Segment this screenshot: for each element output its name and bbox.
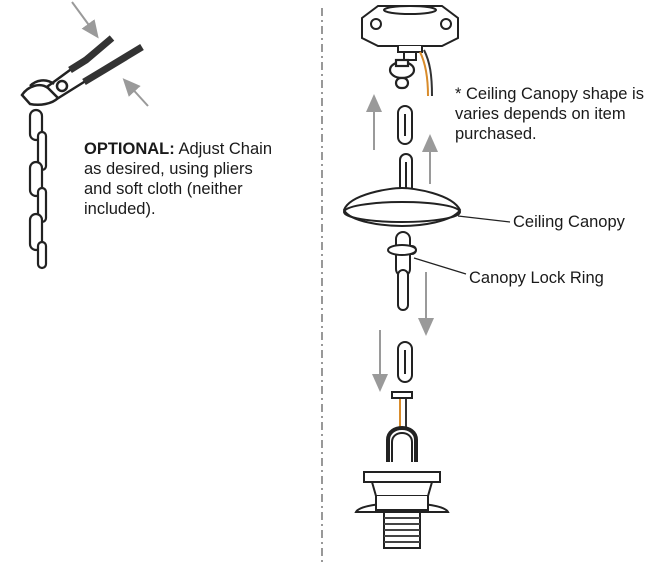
canopy-leader-line	[457, 215, 511, 223]
optional-heading: OPTIONAL:	[84, 140, 175, 158]
ceiling-canopy-label: Ceiling Canopy	[513, 213, 625, 231]
optional-text: Adjust Chain as desired, using pliers an…	[84, 140, 272, 218]
canopy-lock-ring-label: Canopy Lock Ring	[469, 269, 604, 287]
canopy-lock-ring	[387, 244, 417, 256]
chain-link-lower	[397, 341, 413, 383]
ceiling-canopy	[342, 186, 462, 228]
hook-loop	[388, 58, 416, 90]
optional-note: OPTIONAL: Adjust Chain as desired, using…	[84, 139, 284, 219]
fixture-assembly	[354, 426, 450, 549]
up-arrows	[366, 94, 438, 184]
pliers-arrows	[71, 1, 149, 107]
chain-left	[28, 108, 48, 270]
junction-box	[361, 5, 459, 61]
down-arrows	[372, 272, 434, 392]
chain-link-upper	[397, 105, 413, 201]
wires-top	[419, 49, 433, 97]
canopy-shape-note: * Ceiling Canopy shape is varies depends…	[455, 85, 644, 143]
pliers-illustration	[20, 35, 144, 106]
wires-bottom	[391, 391, 413, 428]
chain-link-middle	[391, 231, 417, 311]
lock-ring-leader-line	[413, 257, 467, 275]
